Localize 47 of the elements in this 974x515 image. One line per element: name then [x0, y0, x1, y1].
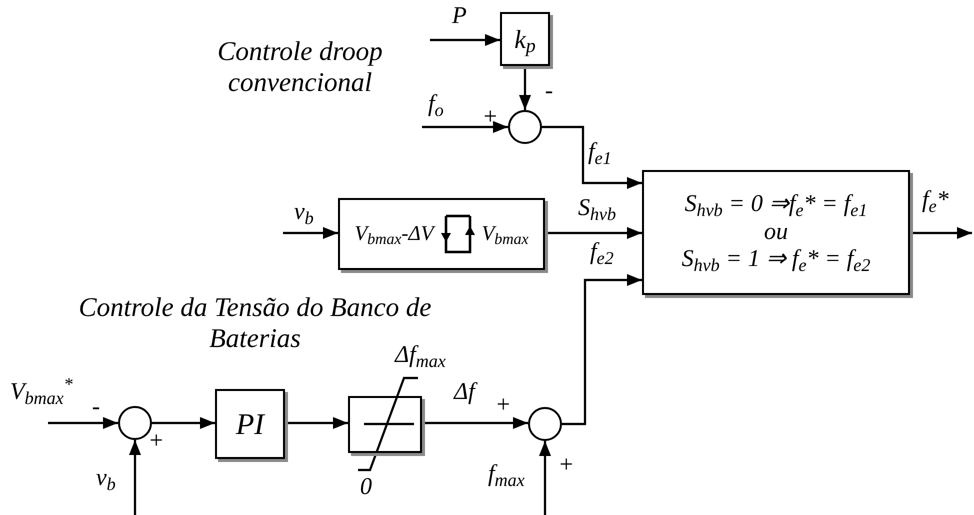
- signal-label: S$_{hvb}$: [578, 196, 616, 220]
- signal-arrow: [48, 417, 118, 429]
- signal-label: f$_{max}$: [488, 462, 525, 486]
- signal-arrow: [545, 227, 642, 239]
- signal-label: P: [452, 4, 467, 28]
- signal-label: f$_{e2}$: [590, 240, 614, 264]
- block: [215, 389, 285, 459]
- signal-arrow: [422, 417, 528, 429]
- block-label: k$_{p}$: [514, 24, 536, 58]
- threshold-label: V$_{bmax}$-ΔV: [354, 220, 434, 250]
- switch-rule: S$_{hvb}$ = 0 ⇒f$_{e}$* = f$_{e1}$: [684, 191, 868, 219]
- switch-rule: S$_{hvb}$ = 1 ⇒ f$_{e}$* = f$_{e2}$: [682, 246, 870, 274]
- connector-word: ou: [764, 218, 788, 246]
- signal-arrow: [542, 126, 642, 189]
- signal-arrow: [562, 274, 642, 426]
- sign-label: +: [148, 428, 164, 456]
- sign-label: 0: [360, 474, 372, 502]
- signal-arrow: [152, 417, 215, 429]
- threshold-label: V$_{bmax}$: [482, 220, 529, 250]
- signal-label: v$_{b}$: [96, 466, 116, 490]
- saturation-block: [348, 396, 422, 453]
- signal-arrow: [519, 66, 531, 110]
- sign-label: -: [545, 78, 553, 106]
- summing-junction: [508, 110, 542, 144]
- block: [642, 170, 910, 295]
- signal-arrow: [539, 441, 551, 515]
- summing-junction: [118, 406, 152, 440]
- signal-arrow: [422, 121, 508, 133]
- block: [500, 12, 550, 66]
- sign-label: +: [495, 392, 512, 420]
- sign-label: +: [482, 104, 498, 132]
- signal-label: f$_{e1}$: [588, 140, 612, 164]
- block-label: PI: [236, 406, 264, 442]
- sign-label: +: [558, 452, 574, 480]
- signal-arrow: [285, 417, 348, 429]
- signal-arrow: [430, 34, 500, 46]
- summing-junction: [528, 407, 562, 441]
- signal-label: v$_{b}$: [294, 200, 314, 224]
- signal-arrow: [129, 440, 141, 515]
- block: [338, 198, 545, 270]
- section-title: Controle droop convencional: [216, 36, 384, 98]
- signal-arrow: [283, 227, 338, 239]
- signal-arrow: [910, 227, 972, 239]
- signal-label: f$_{o}$: [428, 92, 444, 116]
- signal-label: Δf: [454, 380, 475, 404]
- sign-label: -: [92, 394, 100, 422]
- signal-label: f$_{e}$*: [922, 188, 949, 212]
